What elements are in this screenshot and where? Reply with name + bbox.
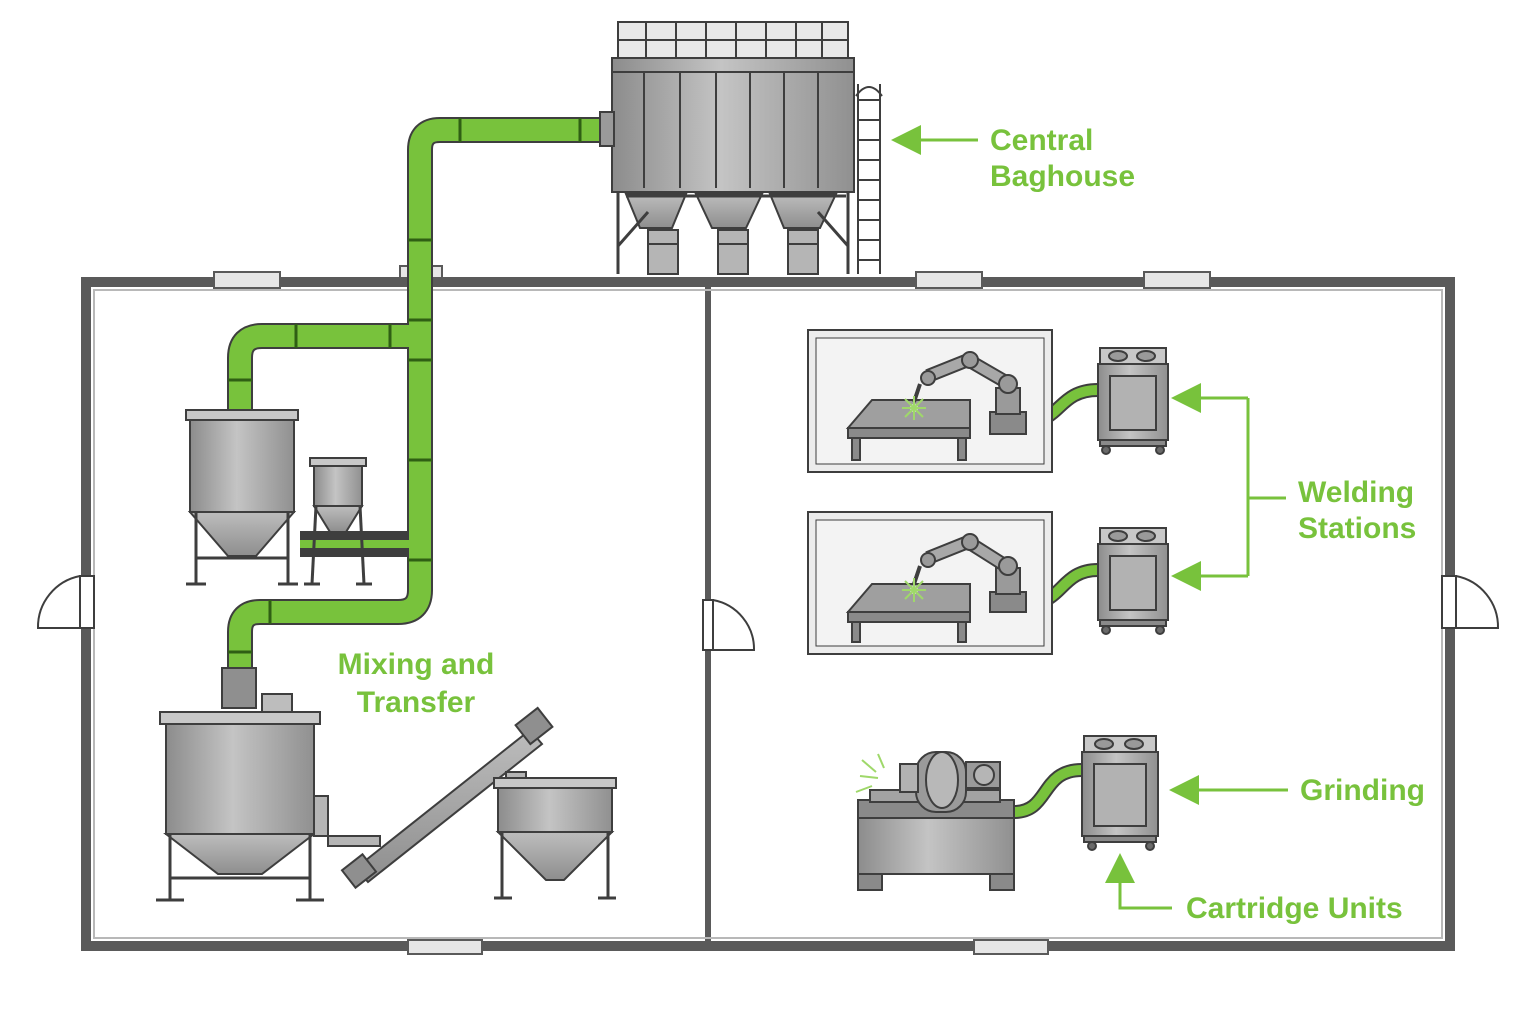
mixing-tank-icon (156, 667, 381, 902)
baghouse-icon (599, 21, 855, 275)
weld-table-icon (845, 583, 971, 643)
mixing-tank-icon (185, 409, 299, 586)
label-grinding: Grinding (1300, 774, 1425, 807)
label-baghouse-line2: Baghouse (990, 160, 1135, 193)
label-welding-line2: Stations (1298, 512, 1416, 545)
robot-welder-icon (912, 533, 1027, 613)
label-welding-line1: Welding (1298, 476, 1414, 509)
hopper-icon (304, 457, 372, 586)
welding-cell-2 (807, 511, 1053, 655)
window-icon (213, 265, 1211, 955)
label-mixing-line1: Mixing and (338, 648, 495, 681)
arrow-icon (891, 125, 1288, 910)
robot-welder-icon (912, 351, 1027, 435)
welding-cell-1 (807, 329, 1053, 473)
ladder-icon (855, 84, 883, 274)
bench-grinder-icon (857, 751, 1015, 891)
spark-icon (855, 753, 885, 793)
spark-icon (902, 396, 926, 602)
label-cartridge-units: Cartridge Units (1186, 892, 1403, 925)
cartridge-collector-icon (1097, 347, 1169, 455)
label-baghouse-line1: Central (990, 124, 1093, 157)
cartridge-collector-icon (1097, 527, 1169, 635)
cartridge-collector-icon (1081, 735, 1159, 851)
door-icon (36, 575, 1500, 651)
hopper-icon (493, 777, 617, 900)
label-mixing-line2: Transfer (357, 686, 476, 719)
